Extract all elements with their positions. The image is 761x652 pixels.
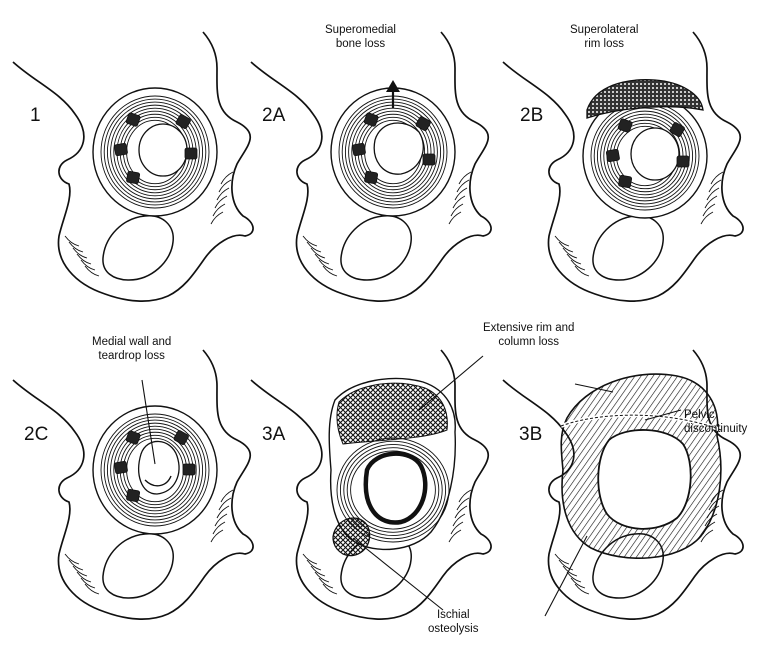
pelvis-panel-3b [503,350,743,619]
callout-pelvic-discontinuity: Pelvicdiscontinuity [684,409,747,436]
pelvis-panel-2a [251,32,491,301]
callout-superolateral-rim-loss: Superolateralrim loss [570,24,638,51]
callout-medial-wall-teardrop-loss: Medial wall andteardrop loss [92,336,171,363]
panel-label-2c: 2C [24,425,48,444]
panel-label-3a: 3A [262,425,285,444]
panel-label-2a: 2A [262,106,285,125]
panel-label-3b: 3B [519,425,542,444]
pelvis-panel-2c [13,350,253,619]
callout-superomedial-bone-loss: Superomedialbone loss [325,24,396,51]
panel-label-2b: 2B [520,106,543,125]
pelvis-panel-2b [503,32,743,301]
callout-extensive-rim-column-loss: Extensive rim andcolumn loss [483,322,574,349]
panel-label-1: 1 [30,106,41,125]
pelvis-panel-3a [251,350,491,619]
callout-ischial-osteolysis: Ischialosteolysis [428,609,479,636]
pelvis-panel-1 [13,32,253,301]
